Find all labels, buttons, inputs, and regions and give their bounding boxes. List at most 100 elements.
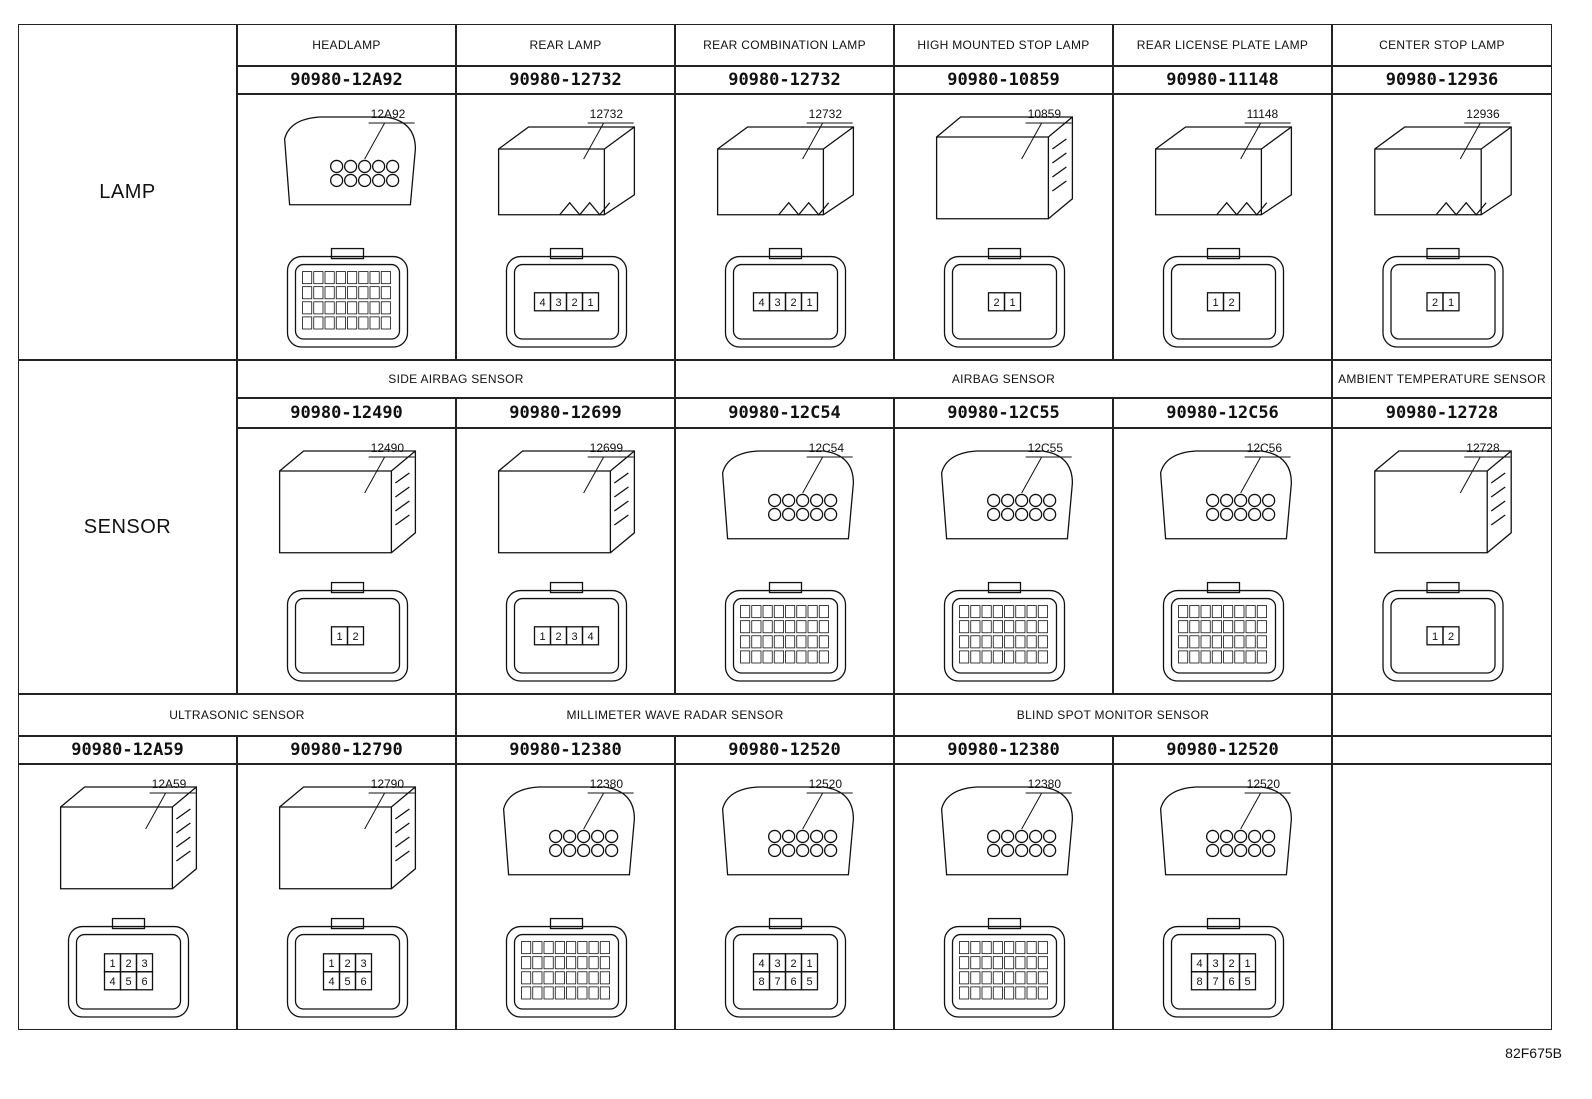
pin-cavity: [785, 620, 796, 634]
pin-cavity: [554, 956, 565, 970]
callout-label: 12732: [808, 107, 843, 121]
connector-body-drawing: [1159, 786, 1293, 876]
callout-leader: [583, 122, 634, 160]
pin-number: 3: [774, 297, 780, 309]
pin-cavity: [785, 605, 796, 619]
pin-number: 1: [1244, 958, 1250, 970]
pin-cavity: [800, 292, 819, 312]
pin-cavity: [554, 971, 565, 985]
pin-cavity: [981, 605, 992, 619]
connector-illustration: [940, 450, 1074, 682]
pin-cavity: [347, 316, 358, 330]
connector-illustration: [721, 450, 855, 682]
pin-cavity: [1015, 650, 1026, 664]
pin-number: 2: [1432, 297, 1438, 309]
callout-leader: [1459, 122, 1511, 160]
pin-cavity: [773, 635, 784, 649]
pin-cavity: [807, 605, 818, 619]
pin-cavity: [521, 956, 532, 970]
pin-number: 2: [571, 297, 577, 309]
part-number: 90980-12C54: [675, 398, 894, 428]
callout-label: 12C55: [1027, 441, 1064, 455]
pin-cavity: [324, 271, 335, 285]
pin-number: 6: [790, 976, 796, 988]
pin-cavity: [1245, 650, 1256, 664]
part-number: 90980-12A59: [18, 736, 237, 764]
pin-number: 1: [587, 297, 593, 309]
pin-cavity: [581, 626, 600, 646]
part-number: 90980-10859: [894, 66, 1113, 94]
pin-cavity: [1004, 605, 1015, 619]
pin-cavity: [313, 301, 324, 315]
pin-cavity: [1189, 635, 1200, 649]
pin-cavity: [981, 635, 992, 649]
pin-number: 5: [806, 976, 812, 988]
pin-cavity: [1238, 971, 1257, 991]
pin-cavity: [796, 635, 807, 649]
pin-cavity: [1178, 650, 1189, 664]
category-sensor: SENSOR: [18, 360, 237, 694]
connector-body-drawing: [940, 450, 1074, 540]
connector-body-drawing: [716, 126, 855, 216]
pin-cavity: [970, 986, 981, 1000]
pin-cavity: [981, 620, 992, 634]
connector-body-drawing: [1159, 450, 1293, 540]
pin-cavity: [369, 271, 380, 285]
pin-number: 2: [1228, 297, 1234, 309]
pin-cavity: [1442, 626, 1460, 646]
column-header: AIRBAG SENSOR: [675, 360, 1332, 398]
pin-cavity: [1015, 620, 1026, 634]
pin-cavity: [347, 286, 358, 300]
part-number: 90980-12C56: [1113, 398, 1332, 428]
column-header: ULTRASONIC SENSOR: [18, 694, 456, 736]
pin-number: 3: [360, 958, 366, 970]
pin-cavity: [992, 650, 1003, 664]
pin-number: 7: [774, 976, 780, 988]
pin-number: 1: [1212, 297, 1218, 309]
callout-leader: [1240, 122, 1291, 160]
pin-cavity: [532, 986, 543, 1000]
column-header: SIDE AIRBAG SENSOR: [237, 360, 675, 398]
pin-cavity: [347, 301, 358, 315]
pin-cavity: [1026, 635, 1037, 649]
pin-cavity: [796, 605, 807, 619]
pin-number: 4: [109, 976, 115, 988]
connector-body-drawing: [497, 450, 636, 554]
pin-cavity: [380, 286, 391, 300]
pin-cavity: [302, 271, 313, 285]
pin-cavity: [1004, 986, 1015, 1000]
pin-cavity: [577, 986, 588, 1000]
pin-cavity: [313, 286, 324, 300]
pin-cavity: [1004, 635, 1015, 649]
figure-code: 82F675B: [1505, 1045, 1562, 1061]
pin-number: 1: [328, 958, 334, 970]
callout-leader: [1240, 456, 1291, 494]
pin-cavity: [773, 605, 784, 619]
pin-cavity: [1026, 620, 1037, 634]
pin-cavity: [135, 971, 154, 991]
pin-number: 2: [790, 297, 796, 309]
pin-cavity: [1178, 635, 1189, 649]
pin-number: 5: [125, 976, 131, 988]
callout-label: 12490: [370, 441, 405, 455]
pin-cavity: [751, 650, 762, 664]
pin-cavity: [543, 941, 554, 955]
pin-cavity: [1026, 605, 1037, 619]
pin-cavity: [818, 605, 829, 619]
pin-cavity: [566, 956, 577, 970]
connector-body-drawing: [1154, 126, 1293, 216]
pin-cavity: [992, 605, 1003, 619]
pin-number: 2: [125, 958, 131, 970]
pin-number: 4: [758, 297, 764, 309]
callout-leader: [583, 456, 634, 494]
pin-number: 1: [1448, 297, 1454, 309]
